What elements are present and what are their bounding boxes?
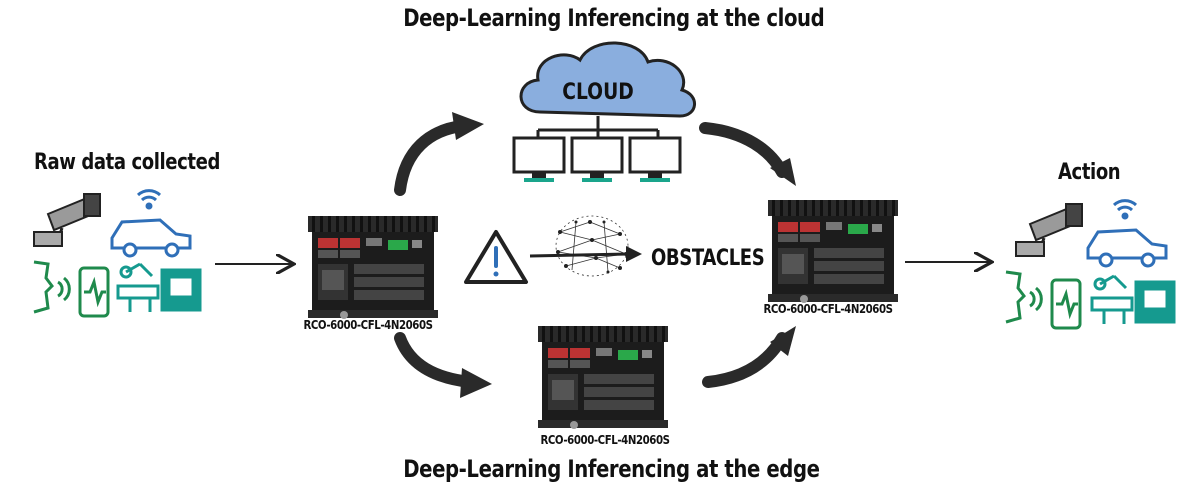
monitor-icon [512, 136, 682, 182]
car-icon [110, 189, 192, 258]
car-icon-right [1086, 199, 1168, 268]
curved-arrows [394, 120, 788, 388]
device-right-label: RCO-6000-CFL-4N2060S [763, 302, 893, 316]
voice-head-icon-right [1005, 270, 1043, 324]
top-title: Deep-Learning Inferencing at the cloud [403, 4, 825, 32]
device-bottom-label: RCO-6000-CFL-4N2060S [540, 433, 670, 447]
voice-head-icon [33, 260, 71, 314]
device-left-label: RCO-6000-CFL-4N2060S [303, 318, 433, 332]
bottom-title: Deep-Learning Inferencing at the edge [403, 455, 820, 483]
security-camera-icon [33, 193, 101, 247]
obstacles-label: OBSTACLES [651, 246, 765, 271]
obstacle-arrow [529, 252, 629, 258]
raw-data-label: Raw data collected [34, 150, 220, 175]
cloud-icon: CLOUD [519, 41, 696, 138]
edge-device-left [308, 216, 438, 319]
edge-device-bottom [538, 326, 668, 429]
cloud-label: CLOUD [562, 79, 634, 105]
warning-icon [464, 230, 528, 284]
neural-brain-icon [555, 215, 629, 277]
edge-device-right [768, 200, 898, 303]
obstacle-arrowhead [626, 246, 642, 262]
security-camera-icon-right [1015, 203, 1083, 257]
phone-heartbeat-icon [78, 266, 110, 318]
phone-heartbeat-icon-right [1050, 278, 1082, 330]
factory-robot-icon-right [1090, 274, 1176, 324]
curved-arrowheads [452, 112, 796, 398]
action-label: Action [1058, 160, 1121, 185]
factory-robot-icon [116, 262, 202, 312]
